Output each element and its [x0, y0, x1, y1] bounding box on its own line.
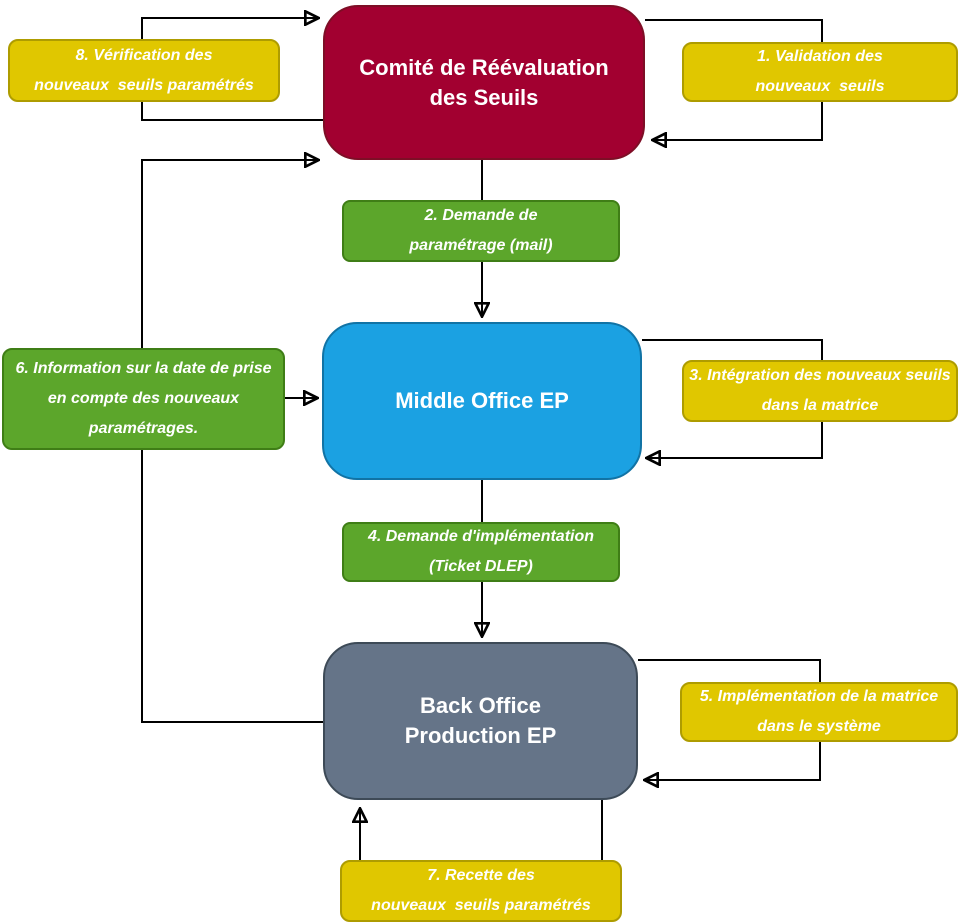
node-comite-line2: des Seuils [429, 84, 539, 110]
step-label-6-information: 6. Information sur la date de prise en c… [2, 348, 285, 450]
step-6-line3: paramétrages. [88, 420, 199, 437]
step-8-line2: nouveaux seuils paramétrés [34, 76, 254, 94]
step-2-line2: paramétrage (mail) [409, 237, 553, 254]
node-middle-office-label: Middle Office EP [395, 388, 569, 413]
step-label-1-validation: 1. Validation des nouveaux seuils [682, 42, 958, 102]
step-label-5-implementation: 5. Implémentation de la matrice dans le … [680, 682, 958, 742]
node-back-office-line1: Back Office [419, 693, 542, 718]
step-8-line1: 8. Vérification des [75, 46, 213, 64]
node-back-office-line2: Production EP [404, 723, 557, 748]
step-1-line1: 1. Validation des [757, 48, 883, 65]
step-label-3-integration: 3. Intégration des nouveaux seuils dans … [682, 360, 958, 422]
step-7-line2: nouveaux seuils paramétrés [371, 897, 591, 914]
step-label-4-demande-implementation: 4. Demande d'implémentation (Ticket DLEP… [342, 522, 620, 582]
step-4-line1: 4. Demande d'implémentation [367, 528, 595, 545]
step-4-line2: (Ticket DLEP) [429, 558, 533, 575]
node-back-office: Back Office Production EP [323, 642, 638, 800]
step-6-line2: en compte des nouveaux [47, 390, 240, 407]
step-3-line2: dans la matrice [761, 397, 879, 414]
step-1-line2: nouveaux seuils [755, 78, 885, 95]
step-5-line2: dans le système [757, 718, 881, 735]
step-2-line1: 2. Demande de [424, 207, 538, 224]
step-label-7-recette: 7. Recette des nouveaux seuils paramétré… [340, 860, 622, 922]
step-5-line1: 5. Implémentation de la matrice [699, 688, 939, 705]
step-7-line1: 7. Recette des [427, 867, 535, 884]
node-middle-office: Middle Office EP [322, 322, 642, 480]
step-6-line1: 6. Information sur la date de prise [15, 360, 272, 377]
node-comite-line1: Comité de Réévaluation [359, 54, 609, 80]
node-comite-reevaluation: Comité de Réévaluation des Seuils [323, 5, 645, 160]
step-label-8-verification: 8. Vérification des nouveaux seuils para… [8, 39, 280, 102]
step-label-2-demande-parametrage: 2. Demande de paramétrage (mail) [342, 200, 620, 262]
step-3-line1: 3. Intégration des nouveaux seuils [689, 367, 951, 384]
